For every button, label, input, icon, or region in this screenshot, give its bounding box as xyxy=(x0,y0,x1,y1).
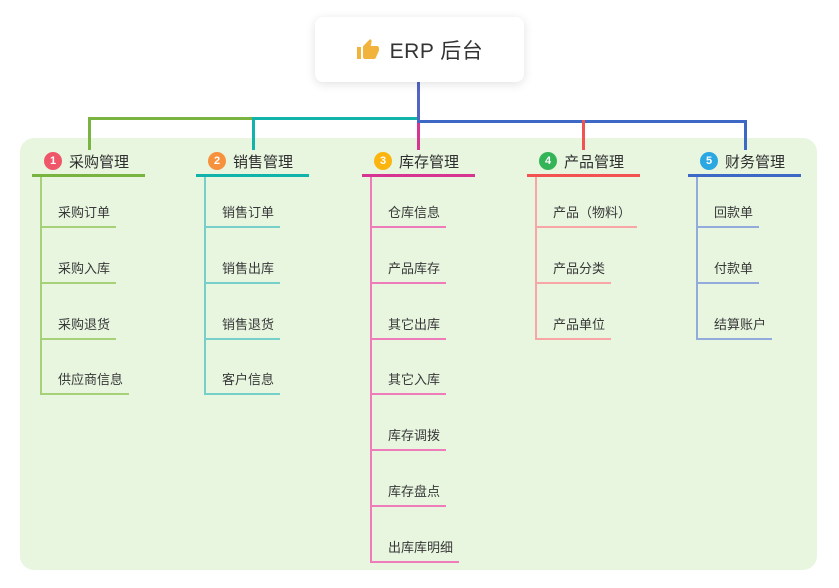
child-node-label: 产品分类 xyxy=(553,261,606,276)
connector-line xyxy=(582,120,585,150)
child-node[interactable]: 销售出库 xyxy=(204,256,281,284)
branch-rail-line xyxy=(535,177,537,340)
child-node[interactable]: 产品库存 xyxy=(370,256,447,284)
child-node-label: 仓库信息 xyxy=(388,205,441,220)
branch-node[interactable]: 5 财务管理 xyxy=(688,148,801,177)
child-node[interactable]: 客户信息 xyxy=(204,367,281,395)
branch-node[interactable]: 3 库存管理 xyxy=(362,148,475,177)
root-node[interactable]: ERP 后台 xyxy=(315,17,524,82)
child-node-label: 采购入库 xyxy=(58,261,111,276)
child-node-label: 结算账户 xyxy=(714,317,767,332)
child-node[interactable]: 其它出库 xyxy=(370,312,447,340)
connector-line xyxy=(88,117,91,150)
branch-rail-line xyxy=(370,177,372,563)
branch-label: 产品管理 xyxy=(564,153,625,171)
child-node[interactable]: 结算账户 xyxy=(696,312,773,340)
connector-line xyxy=(252,117,419,120)
child-node-label: 库存盘点 xyxy=(388,484,441,499)
child-node-label: 销售退货 xyxy=(222,317,275,332)
child-node[interactable]: 仓库信息 xyxy=(370,200,447,228)
branch-rail-line xyxy=(204,177,206,395)
child-node-label: 产品单位 xyxy=(553,317,606,332)
child-node-label: 库存调拨 xyxy=(388,428,441,443)
branch-label: 销售管理 xyxy=(233,153,294,171)
child-node[interactable]: 其它入库 xyxy=(370,367,447,395)
branch-label: 财务管理 xyxy=(725,153,786,171)
child-node[interactable]: 产品（物料） xyxy=(535,200,638,228)
child-node[interactable]: 库存盘点 xyxy=(370,479,447,507)
child-node[interactable]: 产品单位 xyxy=(535,312,612,340)
branch-number-badge: 3 xyxy=(374,152,392,170)
child-node-label: 其它入库 xyxy=(388,372,441,387)
branch-rail-line xyxy=(40,177,42,395)
child-node-label: 付款单 xyxy=(714,261,754,276)
child-node[interactable]: 采购退货 xyxy=(40,312,117,340)
child-node[interactable]: 供应商信息 xyxy=(40,367,130,395)
branch-number-badge: 4 xyxy=(539,152,557,170)
child-node[interactable]: 回款单 xyxy=(696,200,760,228)
child-node-label: 采购退货 xyxy=(58,317,111,332)
child-node[interactable]: 出库库明细 xyxy=(370,535,460,563)
child-node[interactable]: 付款单 xyxy=(696,256,760,284)
branch-number-badge: 5 xyxy=(700,152,718,170)
branches-panel xyxy=(20,138,817,570)
child-node-label: 产品（物料） xyxy=(553,205,632,220)
connector-line xyxy=(417,82,420,121)
branch-number-badge: 1 xyxy=(44,152,62,170)
connector-line xyxy=(88,117,254,120)
branch-node[interactable]: 2 销售管理 xyxy=(196,148,309,177)
child-node-label: 产品库存 xyxy=(388,261,441,276)
connector-line xyxy=(417,117,420,150)
child-node-label: 其它出库 xyxy=(388,317,441,332)
child-node[interactable]: 产品分类 xyxy=(535,256,612,284)
child-node-label: 销售订单 xyxy=(222,205,275,220)
child-node-label: 出库库明细 xyxy=(388,540,454,555)
branch-label: 库存管理 xyxy=(399,153,460,171)
branch-node[interactable]: 4 产品管理 xyxy=(527,148,640,177)
child-node-label: 供应商信息 xyxy=(58,372,124,387)
child-node-label: 采购订单 xyxy=(58,205,111,220)
child-node[interactable]: 库存调拨 xyxy=(370,423,447,451)
branch-label: 采购管理 xyxy=(69,153,130,171)
thumbs-up-icon xyxy=(356,38,379,59)
child-node-label: 客户信息 xyxy=(222,372,275,387)
child-node[interactable]: 采购入库 xyxy=(40,256,117,284)
root-title: ERP 后台 xyxy=(389,39,484,63)
child-node[interactable]: 销售退货 xyxy=(204,312,281,340)
connector-line xyxy=(252,117,255,150)
branch-node[interactable]: 1 采购管理 xyxy=(32,148,145,177)
connector-line xyxy=(417,120,746,123)
child-node[interactable]: 采购订单 xyxy=(40,200,117,228)
connector-line xyxy=(744,120,747,150)
child-node[interactable]: 销售订单 xyxy=(204,200,281,228)
child-node-label: 回款单 xyxy=(714,205,754,220)
branch-rail-line xyxy=(696,177,698,340)
branch-number-badge: 2 xyxy=(208,152,226,170)
child-node-label: 销售出库 xyxy=(222,261,275,276)
